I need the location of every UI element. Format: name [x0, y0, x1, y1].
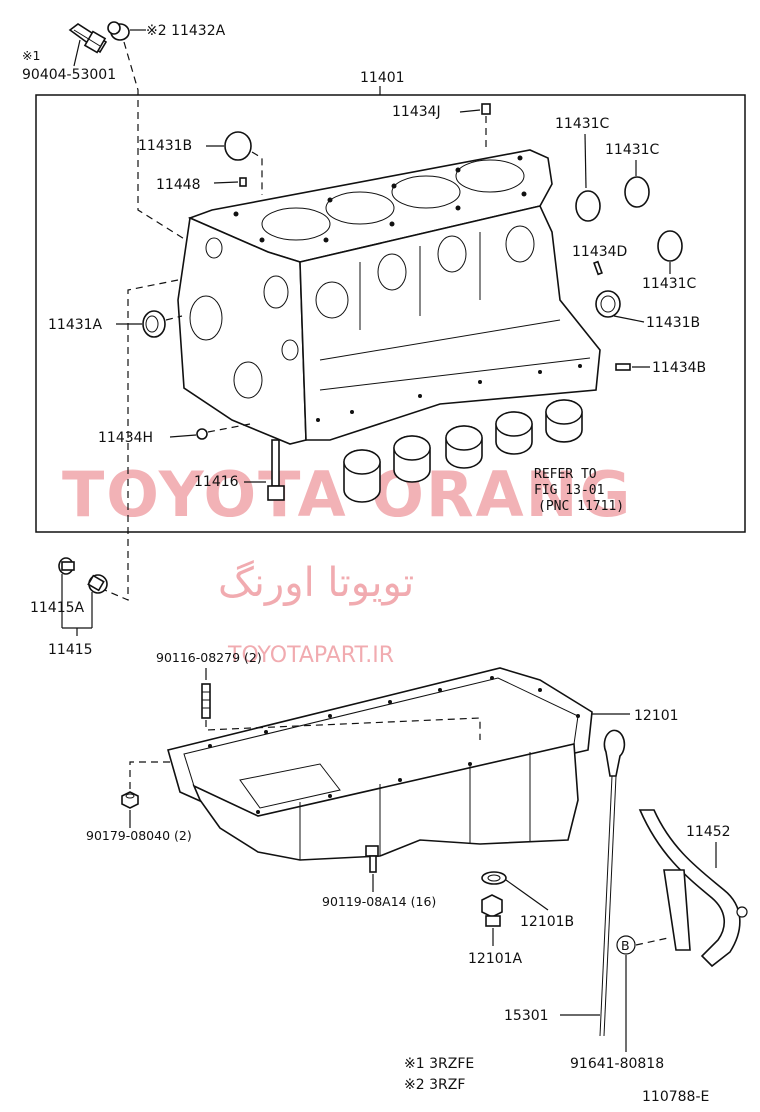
- label-11431c-3[interactable]: 11431C: [642, 276, 697, 292]
- note-3rzf: ※2 3RZF: [404, 1077, 465, 1093]
- stud-90116-part[interactable]: [201, 683, 211, 719]
- pin-11434h-part[interactable]: [196, 428, 208, 440]
- label-11401[interactable]: 11401: [360, 70, 405, 86]
- svg-text:B: B: [621, 938, 630, 953]
- label-11432a[interactable]: ※2 11432A: [146, 23, 226, 39]
- label-11452[interactable]: 11452: [686, 824, 731, 840]
- label-11416[interactable]: 11416: [194, 474, 239, 490]
- label-note1-marker: ※1: [22, 48, 40, 63]
- label-91641-80818[interactable]: 91641-80818: [570, 1056, 664, 1072]
- bolt-90404-part[interactable]: [68, 23, 108, 54]
- label-12101a[interactable]: 12101A: [468, 951, 523, 967]
- label-11431a[interactable]: 11431A: [48, 317, 103, 333]
- label-11434b[interactable]: 11434B: [652, 360, 706, 376]
- label-11431c-1[interactable]: 11431C: [555, 116, 610, 132]
- plug-11431c-3-part[interactable]: [657, 230, 683, 262]
- label-15301[interactable]: 15301: [504, 1008, 549, 1024]
- label-90404-53001[interactable]: 90404-53001: [22, 67, 116, 83]
- plug-12101a-part[interactable]: [481, 894, 503, 927]
- dipstick-15301-part[interactable]: [599, 729, 626, 1037]
- stud-11416-part[interactable]: [267, 439, 285, 501]
- pin-11434j-part[interactable]: [481, 103, 491, 115]
- plug-11431b-right-part[interactable]: [595, 290, 621, 318]
- plug-11431b-top-part[interactable]: [224, 131, 252, 161]
- label-refer-line2[interactable]: FIG 13-01: [534, 483, 604, 498]
- label-90119-08a14[interactable]: 90119-08A14 (16): [322, 894, 436, 909]
- plug-11432a-part[interactable]: [107, 21, 130, 41]
- label-90116-08279[interactable]: 90116-08279 (2): [156, 650, 262, 665]
- marker-b-callout[interactable]: B: [616, 935, 636, 955]
- pin-11448-part[interactable]: [239, 177, 247, 187]
- label-11431c-2[interactable]: 11431C: [605, 142, 660, 158]
- label-refer-line3: (PNC 11711): [538, 499, 624, 514]
- label-11448[interactable]: 11448: [156, 177, 201, 193]
- label-11415[interactable]: 11415: [48, 642, 93, 658]
- pin-11434b-part[interactable]: [615, 363, 631, 371]
- label-11431b-top[interactable]: 11431B: [138, 138, 192, 154]
- label-12101[interactable]: 12101: [634, 708, 679, 724]
- label-11434j[interactable]: 11434J: [392, 104, 441, 120]
- figure-id: 110788-E: [642, 1089, 709, 1105]
- pin-11434d-part[interactable]: [593, 260, 603, 276]
- label-11415a[interactable]: 11415A: [30, 600, 85, 616]
- bolt-90119-part[interactable]: [365, 845, 379, 873]
- cylinder-block-part[interactable]: [177, 149, 601, 445]
- label-11431b-right[interactable]: 11431B: [646, 315, 700, 331]
- main-bearings-part[interactable]: [343, 399, 583, 503]
- plug-11431c-2-part[interactable]: [624, 176, 650, 208]
- guide-11452-part[interactable]: [638, 809, 748, 968]
- watermark-site: TOYOTAPART.IR: [227, 643, 394, 668]
- gasket-12101b-part[interactable]: [481, 871, 507, 885]
- label-refer-line1: REFER TO: [534, 467, 597, 482]
- engine-block-frame: [35, 94, 746, 533]
- oil-pan-part[interactable]: [167, 667, 593, 861]
- label-90179-08040[interactable]: 90179-08040 (2): [86, 828, 192, 843]
- pin-11415a-part[interactable]: [58, 557, 108, 594]
- watermark-persian: تویوتا اورنگ: [218, 560, 414, 606]
- note-3rzfe: ※1 3RZFE: [404, 1056, 474, 1072]
- label-12101b[interactable]: 12101B: [520, 914, 574, 930]
- label-11434d[interactable]: 11434D: [572, 244, 627, 260]
- nut-90179-part[interactable]: [121, 791, 139, 809]
- plug-11431c-1-part[interactable]: [575, 190, 601, 222]
- label-11434h[interactable]: 11434H: [98, 430, 153, 446]
